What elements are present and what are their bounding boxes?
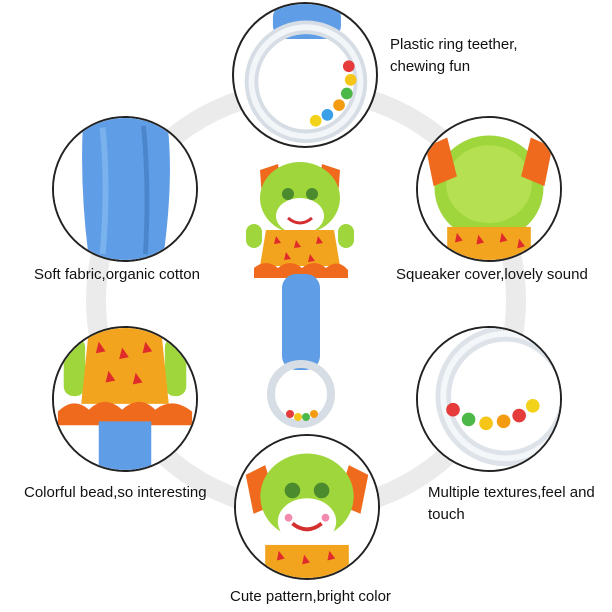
textures-detail-image — [416, 326, 562, 472]
bead-detail-image — [52, 326, 198, 472]
pattern-caption: Cute pattern,bright color — [230, 588, 391, 605]
teether-detail-image — [232, 2, 378, 148]
teether-caption: Plastic ring teether, chewing fun — [390, 36, 518, 75]
textures-caption: Multiple textures,feel and touch — [428, 484, 595, 523]
squeaker-caption: Squeaker cover,lovely sound — [396, 266, 588, 283]
bead-caption: Colorful bead,so interesting — [24, 484, 207, 501]
fabric-detail-image — [52, 116, 198, 262]
rattle-toy-image — [232, 158, 368, 430]
pattern-detail-image — [234, 434, 380, 580]
squeaker-detail-image — [416, 116, 562, 262]
fabric-caption: Soft fabric,organic cotton — [34, 266, 200, 283]
